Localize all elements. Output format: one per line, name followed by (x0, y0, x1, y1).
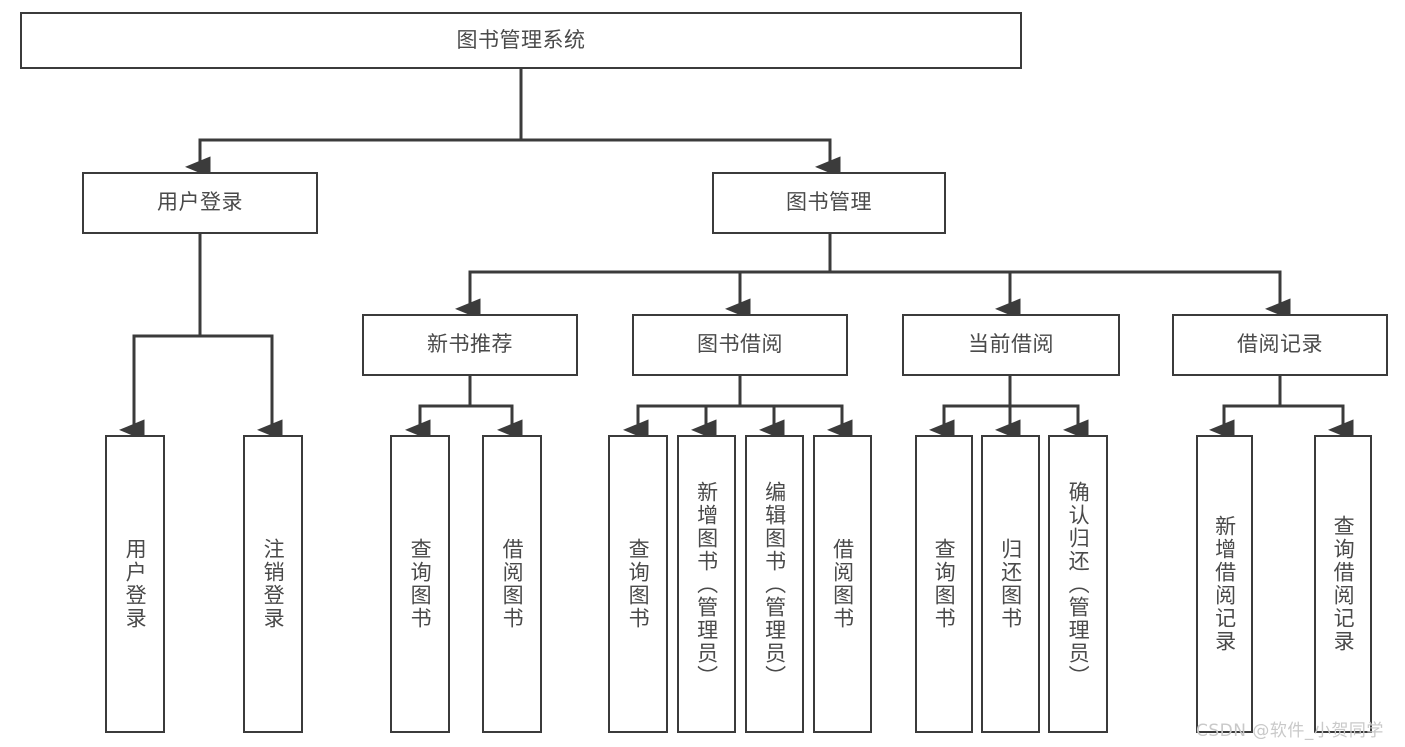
csdn-watermark: CSDN @软件_小贺同学 (1196, 721, 1384, 741)
node-book-borrow[interactable]: 图书借阅 (632, 314, 848, 376)
leaf-user-login[interactable]: 用户登录 (105, 435, 165, 733)
node-new-book-recommend[interactable]: 新书推荐 (362, 314, 578, 376)
leaf-borrow-book[interactable]: 借阅图书 (813, 435, 872, 733)
node-user-login[interactable]: 用户登录 (82, 172, 318, 234)
node-current-borrow[interactable]: 当前借阅 (902, 314, 1120, 376)
leaf-query-book-current[interactable]: 查询图书 (915, 435, 973, 733)
leaf-add-book-admin[interactable]: 新增图书（管理员） (677, 435, 736, 733)
leaf-borrow-book-recommend[interactable]: 借阅图书 (482, 435, 542, 733)
leaf-return-book[interactable]: 归还图书 (981, 435, 1040, 733)
leaf-edit-book-admin[interactable]: 编辑图书（管理员） (745, 435, 804, 733)
node-borrow-record[interactable]: 借阅记录 (1172, 314, 1388, 376)
leaf-logout-login[interactable]: 注销登录 (243, 435, 303, 733)
leaf-query-book-recommend[interactable]: 查询图书 (390, 435, 450, 733)
leaf-query-borrow-record[interactable]: 查询借阅记录 (1314, 435, 1372, 733)
leaf-add-borrow-record[interactable]: 新增借阅记录 (1196, 435, 1253, 733)
leaf-query-book-borrow[interactable]: 查询图书 (608, 435, 668, 733)
leaf-confirm-return-admin[interactable]: 确认归还（管理员） (1048, 435, 1108, 733)
node-book-manage[interactable]: 图书管理 (712, 172, 946, 234)
node-root[interactable]: 图书管理系统 (20, 12, 1022, 69)
